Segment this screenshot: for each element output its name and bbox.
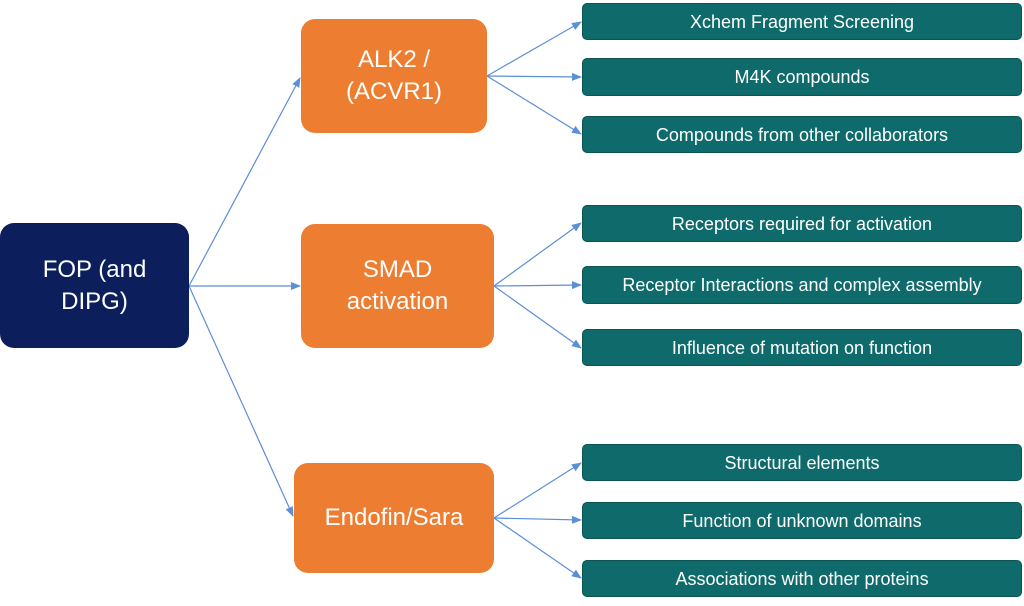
arrow-alk2-to-leaf-3: [486, 75, 582, 135]
leaf-label: Influence of mutation on function: [671, 337, 933, 358]
arrow-endofin-to-leaf-2: [493, 515, 582, 524]
leaf-label: Function of unknown domains: [682, 510, 922, 531]
leaf-label: Structural elements: [724, 452, 880, 473]
leaf-label: Receptor Interactions and complex assemb…: [622, 275, 982, 295]
arrow-alk2-to-leaf-1: [486, 21, 582, 77]
leaf-node: Receptors required for activation: [582, 205, 1022, 242]
arrow-root-to-endofin: [188, 285, 294, 517]
leaf-node: Function of unknown domains: [582, 502, 1022, 539]
leaf-node: Receptor Interactions and complex assemb…: [582, 266, 1022, 304]
arrow-alk2-to-leaf-2: [486, 72, 582, 81]
leaf-node: Associations with other proteins: [582, 560, 1022, 597]
branch-node-smad: SMAD activation: [301, 224, 494, 348]
branch-label-line2: (ACVR1): [345, 78, 442, 105]
root-label-line1: FOP (and: [42, 255, 147, 283]
leaf-label: M4K compounds: [734, 67, 870, 87]
leaf-label: Receptors required for activation: [671, 213, 933, 234]
root-node: FOP (and DIPG): [0, 223, 189, 348]
leaf-label: Compounds from other collaborators: [655, 124, 949, 145]
leaf-label: Xchem Fragment Screening: [689, 11, 915, 32]
arrow-smad-to-leaf-2: [493, 281, 582, 290]
branch-label-line1: Endofin/Sara: [324, 504, 464, 531]
branch-label-line1: ALK2 /: [357, 46, 431, 73]
branch-label-line2: activation: [346, 288, 449, 315]
arrow-endofin-to-leaf-3: [493, 517, 582, 579]
leaf-node: Compounds from other collaborators: [582, 116, 1022, 153]
leaf-label: Associations with other proteins: [675, 568, 929, 589]
arrow-smad-to-leaf-3: [493, 285, 582, 349]
arrow-root-to-alk2: [188, 77, 301, 287]
branch-node-alk2: ALK2 / (ACVR1): [301, 19, 487, 133]
leaf-node: Structural elements: [582, 444, 1022, 481]
branch-label-line1: SMAD: [362, 256, 433, 283]
leaf-node: M4K compounds: [582, 58, 1022, 96]
leaf-node: Xchem Fragment Screening: [582, 3, 1022, 40]
root-label-line2: DIPG): [61, 287, 128, 315]
arrow-smad-to-leaf-1: [493, 222, 582, 287]
branch-node-endofin: Endofin/Sara: [294, 463, 494, 573]
arrow-endofin-to-leaf-1: [493, 462, 582, 519]
leaf-node: Influence of mutation on function: [582, 329, 1022, 366]
